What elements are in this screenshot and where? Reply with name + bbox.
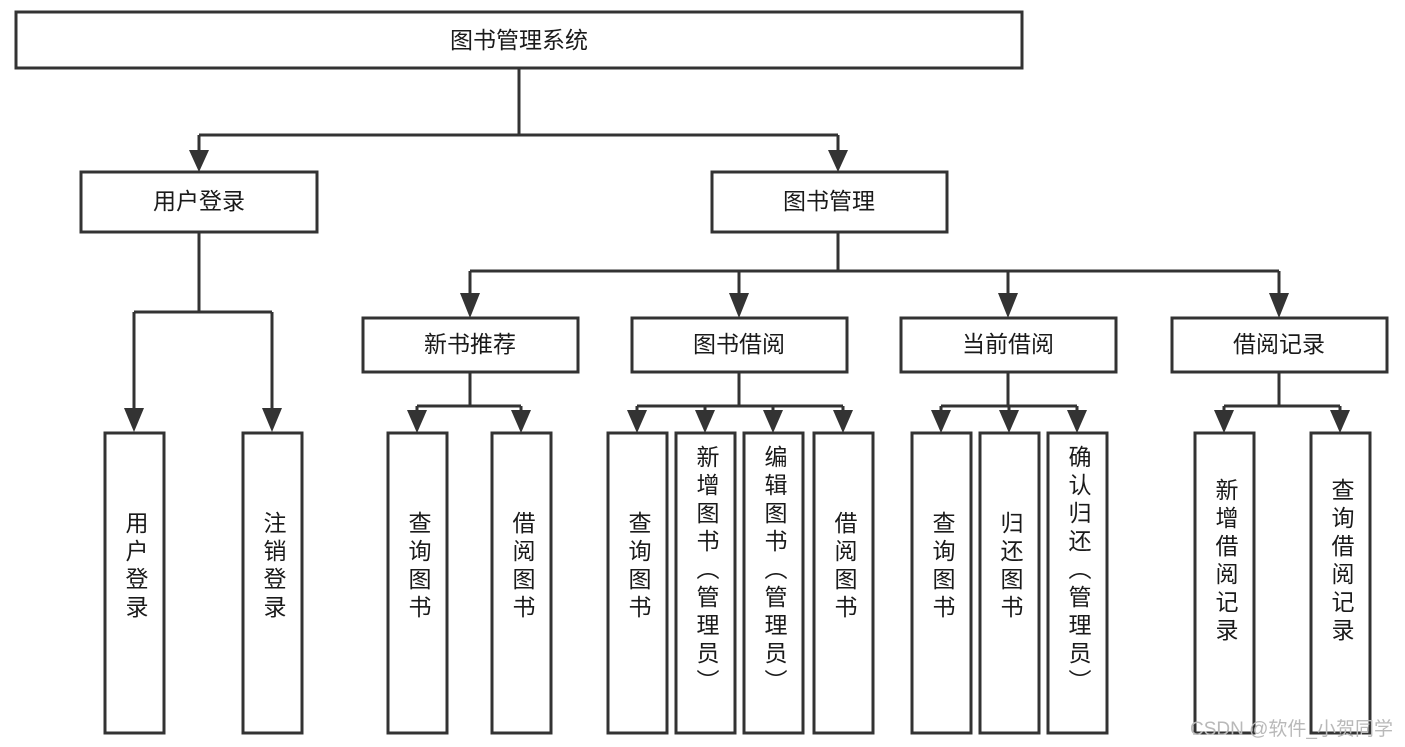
- node-leaf-confirm-return-box[interactable]: [1046, 431, 1109, 735]
- node-root[interactable]: 图书管理系统: [14, 10, 1024, 70]
- node-leaf-edit-book-box[interactable]: [742, 431, 805, 735]
- node-book-management-label: 图书管理: [783, 188, 875, 214]
- node-leaf-add-book-box[interactable]: [674, 431, 737, 735]
- arrow-to-current-borrow: [998, 293, 1018, 318]
- arrow-root-to-book-management: [828, 150, 848, 172]
- node-book-management[interactable]: 图书管理: [710, 170, 949, 234]
- node-current-borrow-box[interactable]: [899, 316, 1118, 374]
- node-borrow-record-label: 借阅记录: [1233, 331, 1325, 357]
- node-book-borrow-box[interactable]: [630, 316, 849, 374]
- arrow-to-leaf-add-record: [1214, 410, 1234, 433]
- node-leaf-borrow-book-1-box[interactable]: [490, 431, 553, 735]
- arrow-to-borrow-record: [1269, 293, 1289, 318]
- arrow-root-to-user-login: [189, 150, 209, 172]
- node-leaf-return-book-box[interactable]: [978, 431, 1041, 735]
- node-root-box[interactable]: [14, 10, 1024, 70]
- node-root-label: 图书管理系统: [450, 27, 588, 53]
- arrow-to-book-borrow: [729, 293, 749, 318]
- node-leaf-query-record-box[interactable]: [1309, 431, 1372, 735]
- node-leaf-query-book-2-box[interactable]: [606, 431, 669, 735]
- node-new-book-recommend-box[interactable]: [361, 316, 580, 374]
- node-user-login-label: 用户登录: [153, 188, 245, 214]
- node-leaf-borrow-book-2-box[interactable]: [812, 431, 875, 735]
- node-new-book-recommend-label: 新书推荐: [424, 331, 516, 357]
- node-leaf-add-record-box[interactable]: [1193, 431, 1256, 735]
- node-book-borrow[interactable]: 图书借阅: [630, 316, 849, 374]
- arrow-to-leaf-add-book: [695, 410, 715, 433]
- node-current-borrow[interactable]: 当前借阅: [899, 316, 1118, 374]
- arrow-to-leaf-edit-book: [763, 410, 783, 433]
- node-user-login[interactable]: 用户登录: [79, 170, 319, 234]
- arrow-to-leaf-user-logout: [262, 408, 282, 432]
- node-leaf-query-book-3-box[interactable]: [910, 431, 973, 735]
- arrow-to-new-book-recommend: [460, 293, 480, 318]
- arrow-to-leaf-confirm-return: [1067, 410, 1087, 433]
- leaf-box-layer: [103, 431, 1372, 735]
- node-user-login-box[interactable]: [79, 170, 319, 234]
- node-current-borrow-label: 当前借阅: [962, 331, 1054, 357]
- node-book-management-box[interactable]: [710, 170, 949, 234]
- node-borrow-record[interactable]: 借阅记录: [1170, 316, 1389, 374]
- arrow-to-leaf-query-book-3: [931, 410, 951, 433]
- connector-layer: [124, 68, 1350, 433]
- arrow-to-leaf-query-book-1: [407, 410, 427, 433]
- node-new-book-recommend[interactable]: 新书推荐: [361, 316, 580, 374]
- arrow-to-leaf-borrow-book-1: [511, 410, 531, 433]
- node-book-borrow-label: 图书借阅: [693, 331, 785, 357]
- arrow-to-leaf-query-book-2: [627, 410, 647, 433]
- arrow-to-leaf-user-login: [124, 408, 144, 432]
- node-borrow-record-box[interactable]: [1170, 316, 1389, 374]
- node-leaf-user-logout-box[interactable]: [241, 431, 304, 735]
- arrow-to-leaf-return-book: [999, 410, 1019, 433]
- arrow-to-leaf-borrow-book-2: [833, 410, 853, 433]
- node-leaf-user-login-box[interactable]: [103, 431, 166, 735]
- node-leaf-query-book-1-box[interactable]: [386, 431, 449, 735]
- arrow-to-leaf-query-record: [1330, 410, 1350, 433]
